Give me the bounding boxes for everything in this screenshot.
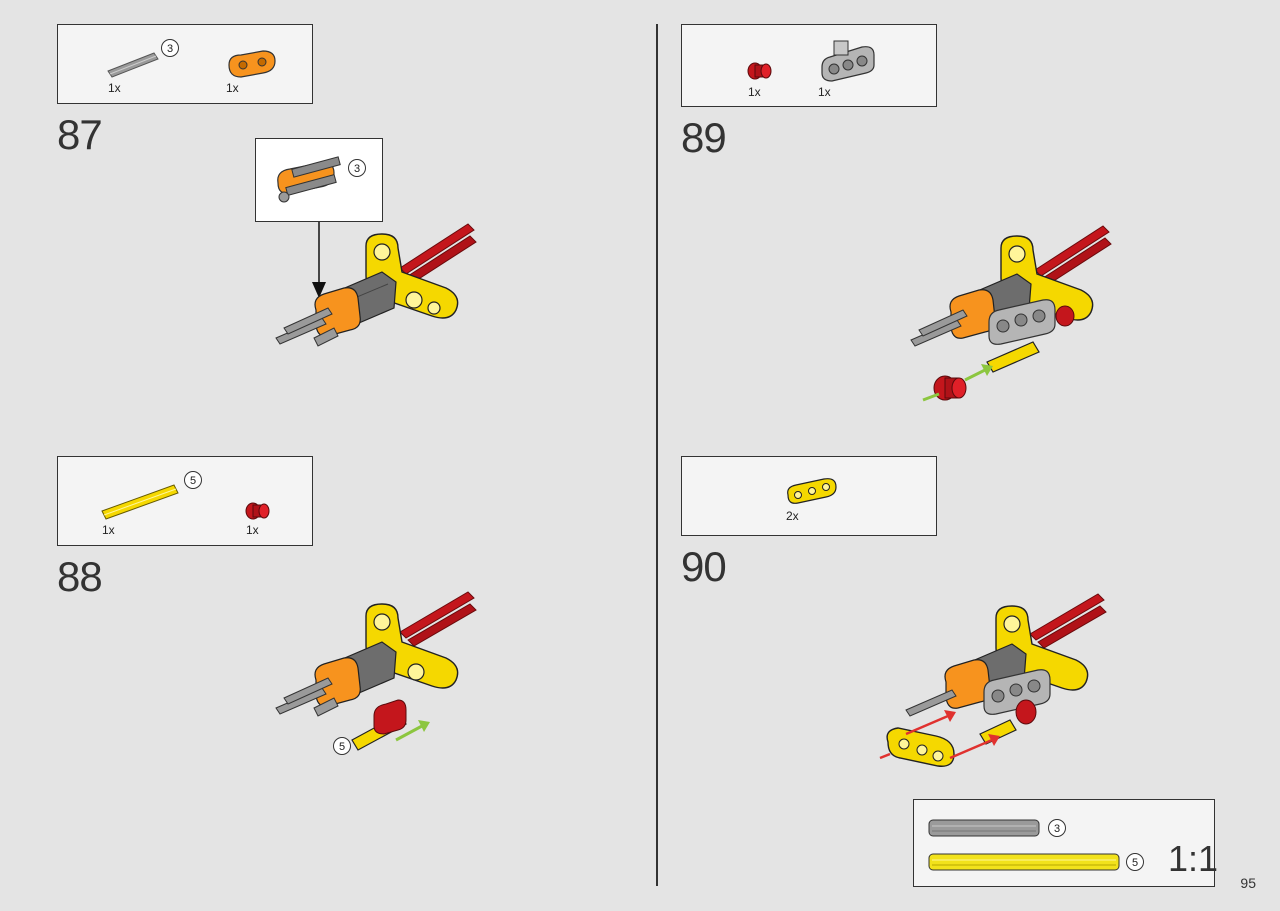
assembly-illustration-step-88	[275, 591, 477, 751]
scale-reference-box: 3 5 1:1	[913, 799, 1219, 887]
assembly-illustration-step-87	[275, 223, 477, 347]
grey-axle-part	[107, 52, 159, 78]
part-quantity: 1x	[226, 81, 239, 95]
length-badge: 3	[161, 39, 179, 57]
step-number: 88	[57, 553, 103, 600]
grey-cross-block-part	[821, 40, 875, 82]
grey-axle-scale	[928, 819, 1040, 837]
step-number: 90	[681, 543, 727, 590]
length-badge: 5	[1126, 853, 1144, 871]
placement-arrow	[312, 222, 326, 298]
step-number: 89	[681, 114, 727, 161]
length-badge: 5	[333, 737, 351, 755]
assembly-illustration-step-89	[910, 225, 1112, 402]
page-divider	[656, 24, 658, 886]
red-bush-part	[747, 62, 772, 80]
step-number: 87	[57, 111, 103, 158]
parts-list-step-87: 3 1x 1x	[57, 24, 313, 104]
part-quantity: 1x	[246, 523, 259, 537]
yellow-axle-part	[101, 484, 179, 520]
subassembly-illustration	[277, 156, 341, 203]
part-quantity: 1x	[102, 523, 115, 537]
part-quantity: 2x	[786, 509, 799, 523]
subassembly-callout: 3	[255, 138, 383, 222]
yellow-beam-part	[787, 478, 837, 504]
parts-list-step-90: 2x	[681, 456, 937, 536]
part-quantity: 1x	[748, 85, 761, 99]
part-quantity: 1x	[818, 85, 831, 99]
assembly-illustration-step-90	[879, 593, 1107, 767]
length-badge: 3	[348, 159, 366, 177]
orange-connector-part	[228, 50, 276, 78]
parts-list-step-88: 5 1x 1x	[57, 456, 313, 546]
yellow-axle-scale	[928, 853, 1120, 871]
red-bush-part	[245, 502, 270, 520]
scale-ratio: 1:1	[1168, 838, 1219, 879]
length-badge: 3	[1048, 819, 1066, 837]
page-number: 95	[1240, 875, 1256, 891]
part-quantity: 1x	[108, 81, 121, 95]
parts-list-step-89: 1x 1x	[681, 24, 937, 107]
length-badge: 5	[184, 471, 202, 489]
